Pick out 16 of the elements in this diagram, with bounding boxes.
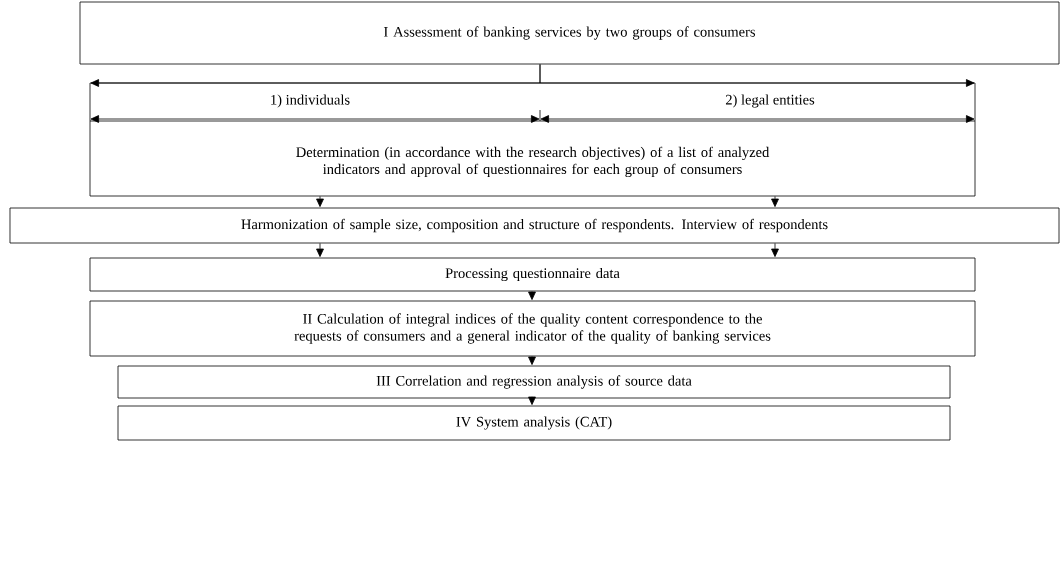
process-box: II Calculation of integral indices of the quality content correspondence to the requests of consumers and a general indicator of the quality of banking services [89, 300, 976, 357]
process-box: I Assessment of banking services by two groups of consumers [79, 1, 1060, 65]
process-box: IV System analysis (CAT) [117, 405, 951, 441]
process-box: III Correlation and regression analysis of source data [117, 365, 951, 399]
bracket-arrow [539, 64, 975, 87]
process-box: Harmonization of sample size, composition and structure of respondents. Interview of respondents [9, 207, 1060, 244]
group-label: 1) individuals [271, 94, 350, 108]
arrow [528, 356, 536, 365]
arrow [316, 196, 324, 207]
arrow [528, 396, 536, 405]
arrow [771, 243, 779, 257]
process-box: Processing questionnaire data [89, 257, 976, 292]
arrow [316, 243, 324, 257]
group-label: 2) legal entities [725, 94, 815, 108]
arrow [771, 196, 779, 207]
arrow [528, 291, 536, 300]
